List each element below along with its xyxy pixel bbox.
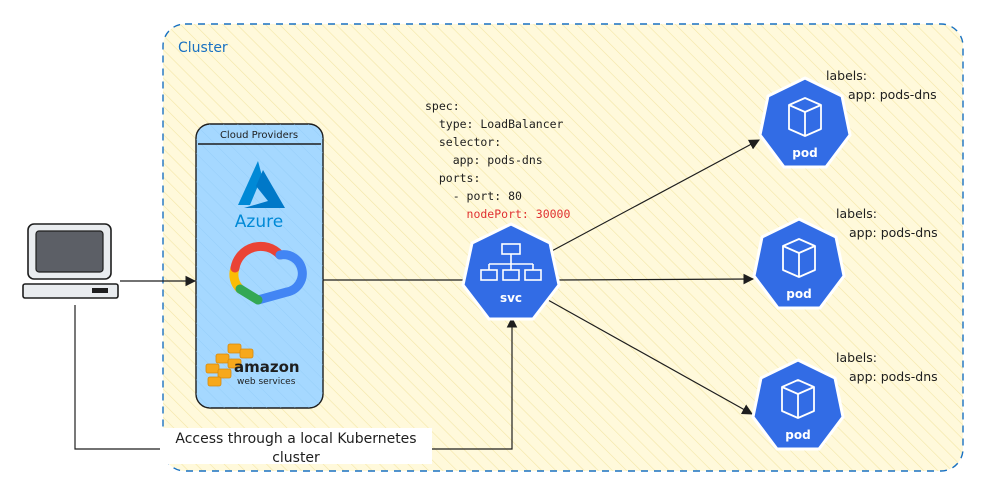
pod-labels-value: app: pods-dns [849,369,938,384]
spec-line: app: pods-dns [425,153,543,167]
spec-line: spec: [425,99,460,113]
spec-line: - port: 80 [425,189,522,203]
pod-node: pod [752,217,846,310]
pod-label: pod [792,146,817,160]
cloud-providers-title: Cloud Providers [220,130,298,141]
pod-labels-value: app: pods-dns [848,87,937,102]
amazon-label: amazon [234,358,300,376]
pod-labels-title: labels: [836,350,877,365]
spec-line: type: LoadBalancer [425,117,564,131]
google-cloud-logo-icon [229,241,307,305]
arrow-svc-to-pod-3 [547,299,753,415]
aws-logo-icon [205,343,254,387]
access-note-line1: Access through a local Kubernetes [175,431,416,447]
pod-node: pod [751,358,845,451]
arrow-svc-to-pod-2 [555,273,755,285]
azure-label: Azure [235,212,283,232]
cluster-label: Cluster [178,40,228,56]
spec-line: ports: [425,171,480,185]
amazon-sub-label: web services [237,377,296,387]
svc-icon [461,222,561,321]
arrow-svc-to-pod-1 [547,139,760,254]
pod-node: pod [758,76,852,169]
pod-label: pod [786,287,811,301]
azure-logo-icon [238,161,285,208]
svc-node: svc [461,222,561,321]
pod-labels-title: labels: [836,206,877,221]
pod-labels-title: labels: [826,68,867,83]
service-spec: spec: type: LoadBalancer selector: app: … [425,99,570,221]
access-note: Access through a local Kubernetes cluste… [160,428,432,466]
computer-icon [22,223,119,299]
spec-line: selector: [425,135,501,149]
svc-label: svc [500,291,522,305]
pod-labels-value: app: pods-dns [849,225,938,240]
pod-label: pod [785,428,810,442]
cloud-providers-box: Cloud Providers Azure [195,123,324,409]
spec-nodeport-line: nodePort: 30000 [425,207,570,221]
access-note-line2: cluster [272,450,320,466]
